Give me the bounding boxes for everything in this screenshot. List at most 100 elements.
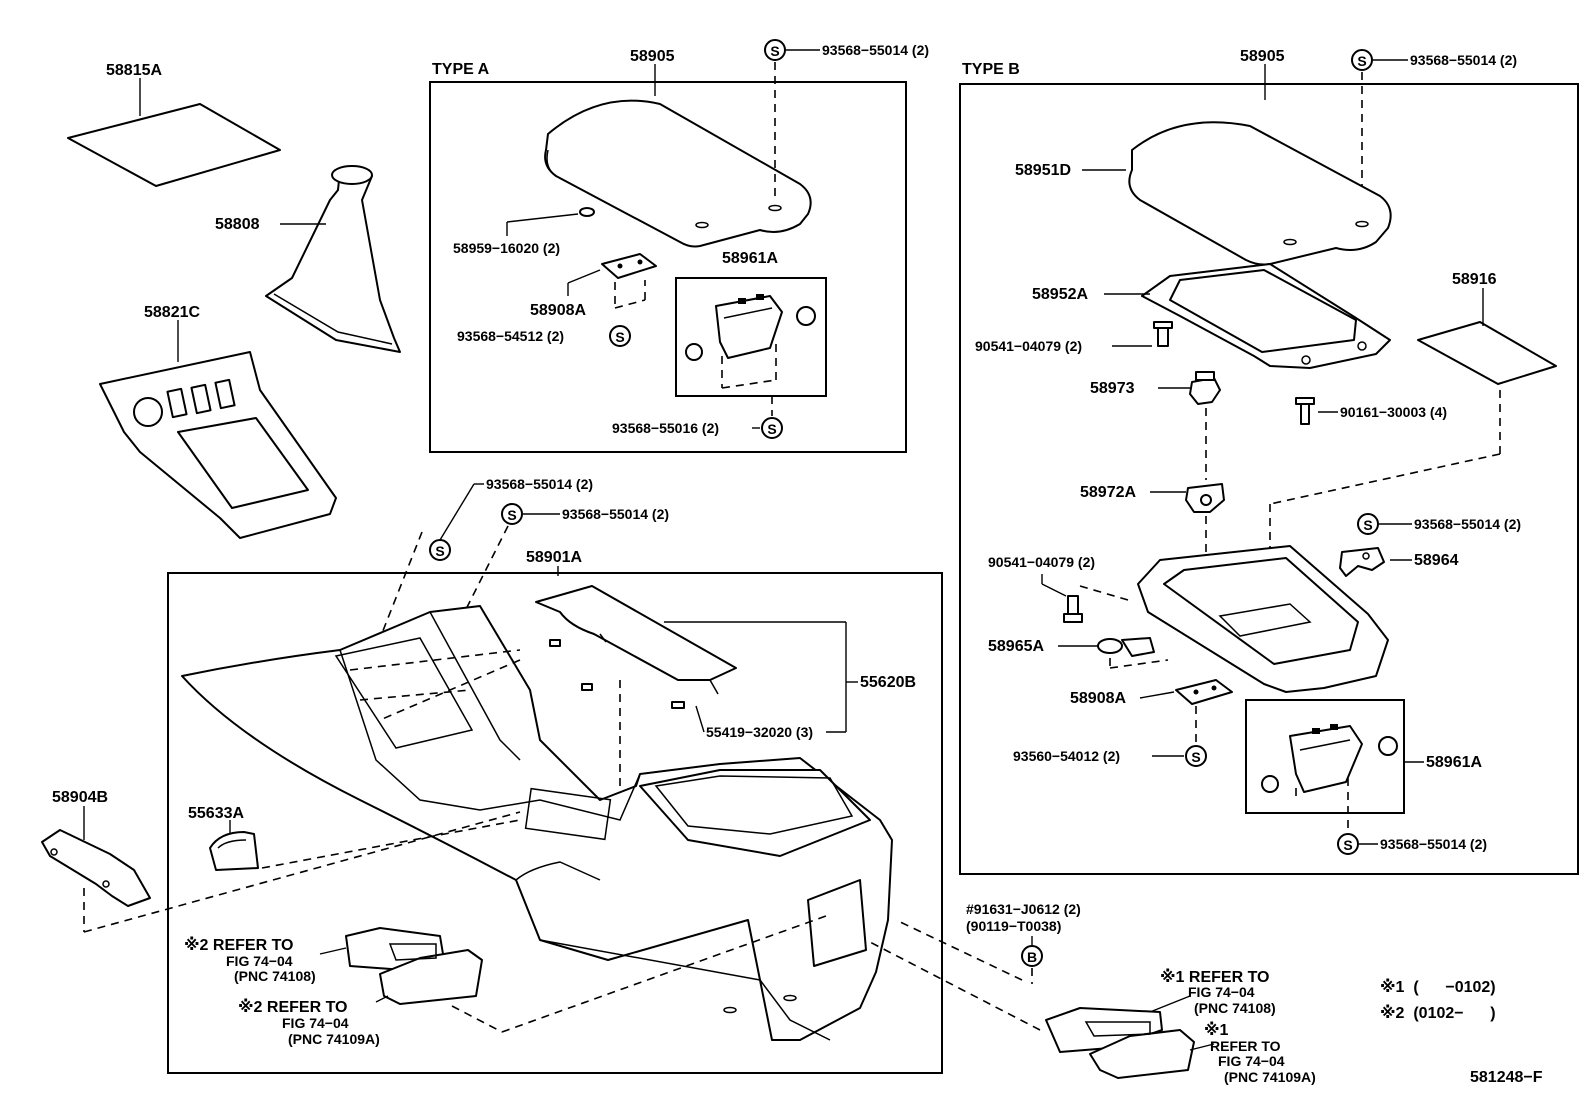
svg-text:S: S [1357, 53, 1366, 69]
label-93568-54512: 93568−54512 (2) [457, 328, 564, 344]
catch-58972A-shape [1185, 483, 1225, 513]
mat-58916-shape [1417, 321, 1557, 385]
shift-boot-58808-shape [265, 165, 401, 353]
figure-code: 581248−F [1470, 1069, 1543, 1086]
label-58821C: 58821C [144, 304, 200, 321]
label-55419-32020: 55419−32020 (3) [706, 724, 813, 740]
label-93560-54012: 93560−54012 (2) [1013, 748, 1120, 764]
label-58973: 58973 [1090, 380, 1135, 397]
screw-symbol-a1: S [764, 39, 786, 61]
ref-left-bottom-2: FIG 74−04 [282, 1015, 349, 1031]
clip-55419-a [549, 639, 561, 647]
ref-left-top-2: FIG 74−04 [226, 953, 293, 969]
label-58916: 58916 [1452, 271, 1497, 288]
bolt-symbol-b: B [1021, 945, 1043, 967]
screw-90541-b-shape [1063, 595, 1083, 623]
svg-text:S: S [767, 421, 776, 437]
label-55620B: 55620B [860, 674, 916, 691]
type-b-armrest-lid-shape [1128, 121, 1392, 266]
cup-holder-right-shape [1045, 1007, 1195, 1079]
screw-90161-shape [1295, 397, 1315, 425]
svg-text:S: S [435, 543, 444, 559]
screw-symbol-b4: S [1337, 833, 1359, 855]
type-b-lock-frame [1245, 699, 1405, 814]
lock-58961A-b-shape [1261, 724, 1398, 793]
svg-text:S: S [770, 43, 779, 59]
clip-55419-c [671, 701, 685, 709]
label-type-b-58908A: 58908A [1070, 690, 1126, 707]
hinge-58908A-b-shape [1175, 679, 1233, 705]
svg-text:S: S [1191, 749, 1200, 765]
ref-left-bottom-1: ※2 REFER TO [238, 998, 348, 1016]
label-type-b-58961A: 58961A [1426, 754, 1482, 771]
label-type-b-93568-55014-bot: 93568−55014 (2) [1380, 836, 1487, 852]
ref-right-bottom-2: REFER TO [1210, 1038, 1281, 1054]
ref-right-bottom-4: (PNC 74109A) [1224, 1069, 1316, 1085]
screw-symbol-m2: S [501, 503, 523, 525]
plate-58965A-shape [1097, 637, 1155, 657]
label-type-b-58905: 58905 [1240, 48, 1285, 65]
label-58808: 58808 [215, 216, 260, 233]
label-58952A: 58952A [1032, 286, 1088, 303]
cup-holder-left-shape [345, 927, 483, 1005]
screw-symbol-m1: S [429, 539, 451, 561]
ref-left-bottom-3: (PNC 74109A) [288, 1031, 380, 1047]
ref-left-top-3: (PNC 74108) [234, 968, 316, 984]
armrest-box-b-shape [1137, 545, 1389, 693]
label-58965A: 58965A [988, 638, 1044, 655]
lid-55620B-shape [535, 585, 737, 695]
type-b-frame [959, 83, 1579, 875]
label-91631-J0612: #91631−J0612 (2) [966, 901, 1081, 917]
label-93568-55014-m2: 93568−55014 (2) [562, 506, 669, 522]
label-58964: 58964 [1414, 552, 1459, 569]
screw-symbol-a2: S [609, 325, 631, 347]
label-58901A: 58901A [526, 549, 582, 566]
label-58972A: 58972A [1080, 484, 1136, 501]
label-93568-55014-m1: 93568−55014 (2) [486, 476, 593, 492]
label-type-b-93568-55014-mid: 93568−55014 (2) [1414, 516, 1521, 532]
ref-right-bottom-1: ※1 [1204, 1021, 1229, 1039]
cover-55633A-shape [209, 831, 259, 871]
ref-right-bottom-3: FIG 74−04 [1218, 1053, 1285, 1069]
label-type-a-58961A: 58961A [722, 250, 778, 267]
screw-90541-a-shape [1153, 321, 1173, 347]
armrest-base-58952A-shape [1141, 263, 1391, 369]
type-a-lock-frame [675, 277, 827, 397]
svg-text:S: S [507, 507, 516, 523]
screw-symbol-b3: S [1185, 745, 1207, 767]
ref-right-top-3: (PNC 74108) [1194, 1000, 1276, 1016]
console-frame [167, 572, 943, 1074]
svg-text:S: S [1363, 517, 1372, 533]
label-55633A: 55633A [188, 805, 244, 822]
svg-text:S: S [615, 329, 624, 345]
type-b-title: TYPE B [962, 61, 1020, 78]
label-type-a-58905: 58905 [630, 48, 675, 65]
mat-58815A-shape [67, 103, 281, 187]
label-93568-55016: 93568−55016 (2) [612, 420, 719, 436]
legend-row-2: ※2 (0102− ) [1380, 1004, 1496, 1022]
label-90161-30003: 90161−30003 (4) [1340, 404, 1447, 420]
console-58901A-shape [181, 605, 893, 1041]
label-type-b-90541-04079-a: 90541−04079 (2) [975, 338, 1082, 354]
label-58959: 58959−16020 (2) [453, 240, 560, 256]
bracket-58964-shape [1339, 547, 1385, 577]
legend-row-1: ※1 ( −0102) [1380, 978, 1496, 996]
screw-symbol-a3: S [761, 417, 783, 439]
label-58951D: 58951D [1015, 162, 1071, 179]
clip-55419-b [581, 683, 593, 691]
label-58904B: 58904B [52, 789, 108, 806]
trim-58904B-shape [41, 829, 151, 907]
lock-58961A-a-shape [685, 294, 816, 361]
label-58815A: 58815A [106, 62, 162, 79]
label-type-b-93568-55014-top: 93568−55014 (2) [1410, 52, 1517, 68]
ref-right-top-2: FIG 74−04 [1188, 984, 1255, 1000]
screw-symbol-b1: S [1351, 49, 1373, 71]
ref-left-top-1: ※2 REFER TO [184, 936, 294, 954]
label-type-a-93568-55014: 93568−55014 (2) [822, 42, 929, 58]
type-a-armrest-lid-shape [544, 99, 812, 248]
type-a-frame [429, 81, 907, 453]
cushion-58959-shape [579, 207, 595, 217]
hinge-58908A-a-shape [601, 253, 657, 279]
ref-right-top-1: ※1 REFER TO [1160, 968, 1270, 986]
